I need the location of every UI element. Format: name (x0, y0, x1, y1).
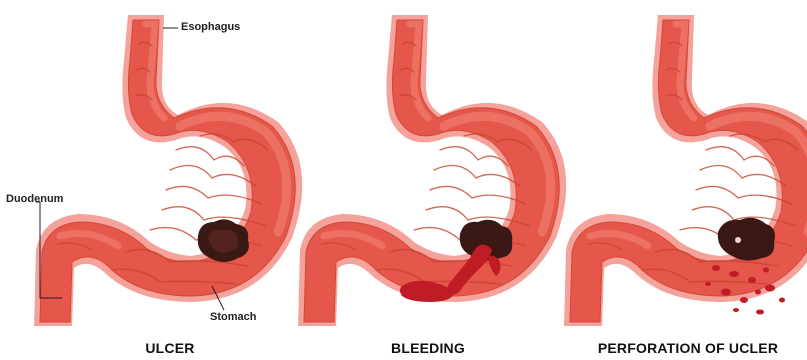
stomach-illustration (298, 15, 566, 326)
caption-bleeding: BLEEDING (378, 340, 478, 356)
panel-bleeding (298, 15, 566, 326)
esophagus-label: Esophagus (181, 21, 240, 33)
stomach-illustration (564, 15, 807, 326)
caption-perforation: PERFORATION OF UCLER (578, 340, 798, 356)
stomach-label: Stomach (210, 311, 256, 323)
perforation-hole (735, 237, 741, 243)
panel-perforation (564, 15, 807, 326)
panel-ulcer (34, 15, 302, 326)
caption-ulcer: ULCER (130, 340, 210, 356)
stomach-illustration (34, 15, 302, 326)
duodenum-label: Duodenum (6, 193, 63, 205)
ulcer-crater (718, 218, 775, 261)
